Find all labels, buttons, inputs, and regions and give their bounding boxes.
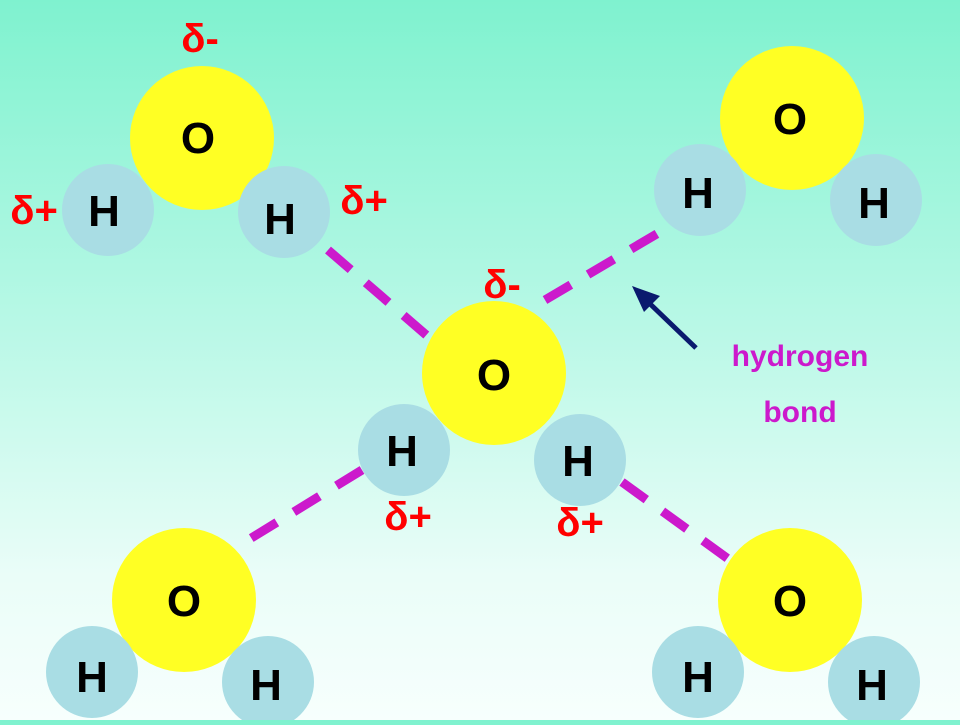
hydrogen-atom xyxy=(222,636,314,725)
hydrogen-atom xyxy=(652,626,744,718)
water-molecule-center: O H H δ- δ+ δ+ xyxy=(358,263,626,545)
hydrogen-label: H xyxy=(264,195,296,244)
water-molecule-bottom-left: O H H xyxy=(46,528,314,725)
hydrogen-bond-bottom-right xyxy=(619,478,741,570)
hydrogen-label: H xyxy=(88,187,120,236)
arrow-icon xyxy=(632,286,698,350)
oxygen-atom xyxy=(130,66,274,210)
partial-positive-charge: δ+ xyxy=(10,189,58,233)
partial-negative-charge: δ- xyxy=(483,263,521,307)
partial-negative-charge: δ- xyxy=(181,17,219,61)
hydrogen-atom xyxy=(238,166,330,258)
hydrogen-label: H xyxy=(682,653,714,702)
hydrogen-label: H xyxy=(76,653,108,702)
oxygen-atom xyxy=(720,46,864,190)
oxygen-label: O xyxy=(773,95,807,144)
hydrogen-atom xyxy=(828,636,920,725)
hydrogen-atom xyxy=(62,164,154,256)
hydrogen-atom xyxy=(830,154,922,246)
hydrogen-atom xyxy=(358,404,450,496)
hydrogen-bond-label-line1: hydrogen xyxy=(732,340,869,373)
hydrogen-label: H xyxy=(562,437,594,486)
water-molecule-top-right: O H H xyxy=(654,46,922,246)
hydrogen-bond-label-line2: bond xyxy=(763,396,836,429)
oxygen-label: O xyxy=(181,114,215,163)
partial-positive-charge: δ+ xyxy=(340,179,388,223)
oxygen-label: O xyxy=(773,577,807,626)
water-molecule-top-left: O H H δ- δ+ δ+ xyxy=(10,17,388,258)
oxygen-atom xyxy=(718,528,862,672)
hydrogen-atom xyxy=(654,144,746,236)
hydrogen-bond-bottom-left xyxy=(237,466,365,549)
partial-positive-charge: δ+ xyxy=(384,495,432,539)
oxygen-label: O xyxy=(167,577,201,626)
hydrogen-label: H xyxy=(858,179,890,228)
oxygen-atom xyxy=(112,528,256,672)
water-molecule-bottom-right: O H H xyxy=(652,528,920,725)
hydrogen-bond-top-right xyxy=(542,228,663,304)
hydrogen-label: H xyxy=(856,661,888,710)
hydrogen-label: H xyxy=(250,661,282,710)
hydrogen-atom xyxy=(46,626,138,718)
hydrogen-label: H xyxy=(682,169,714,218)
oxygen-atom xyxy=(422,301,566,445)
hydrogen-atom xyxy=(534,414,626,506)
oxygen-label: O xyxy=(477,351,511,400)
hydrogen-label: H xyxy=(386,427,418,476)
hydrogen-bond-top-left xyxy=(325,246,435,344)
partial-positive-charge: δ+ xyxy=(556,501,604,545)
